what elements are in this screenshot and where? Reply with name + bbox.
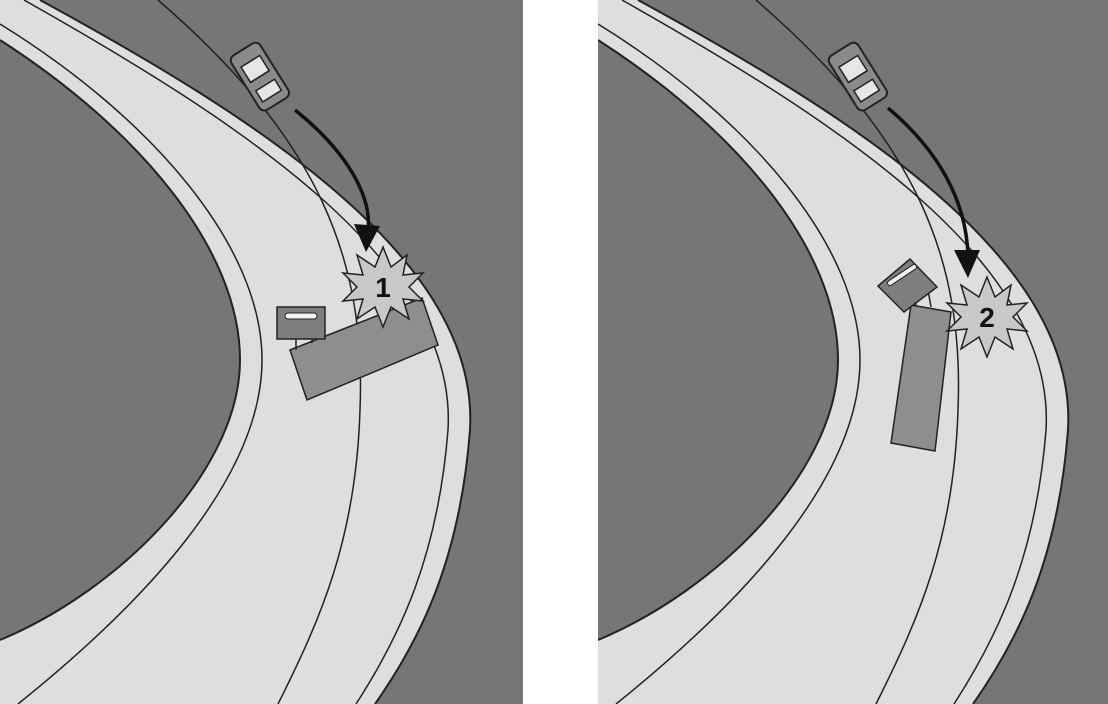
impact-number: 2 <box>979 302 995 333</box>
scene-1-drawing: 1 <box>0 0 523 704</box>
impact-number: 1 <box>375 272 391 303</box>
scene-panel-1: 1 <box>0 0 523 704</box>
truck-cab <box>277 307 325 339</box>
scene-panel-2: 2 <box>598 0 1108 704</box>
scene-2-drawing: 2 <box>598 0 1108 704</box>
